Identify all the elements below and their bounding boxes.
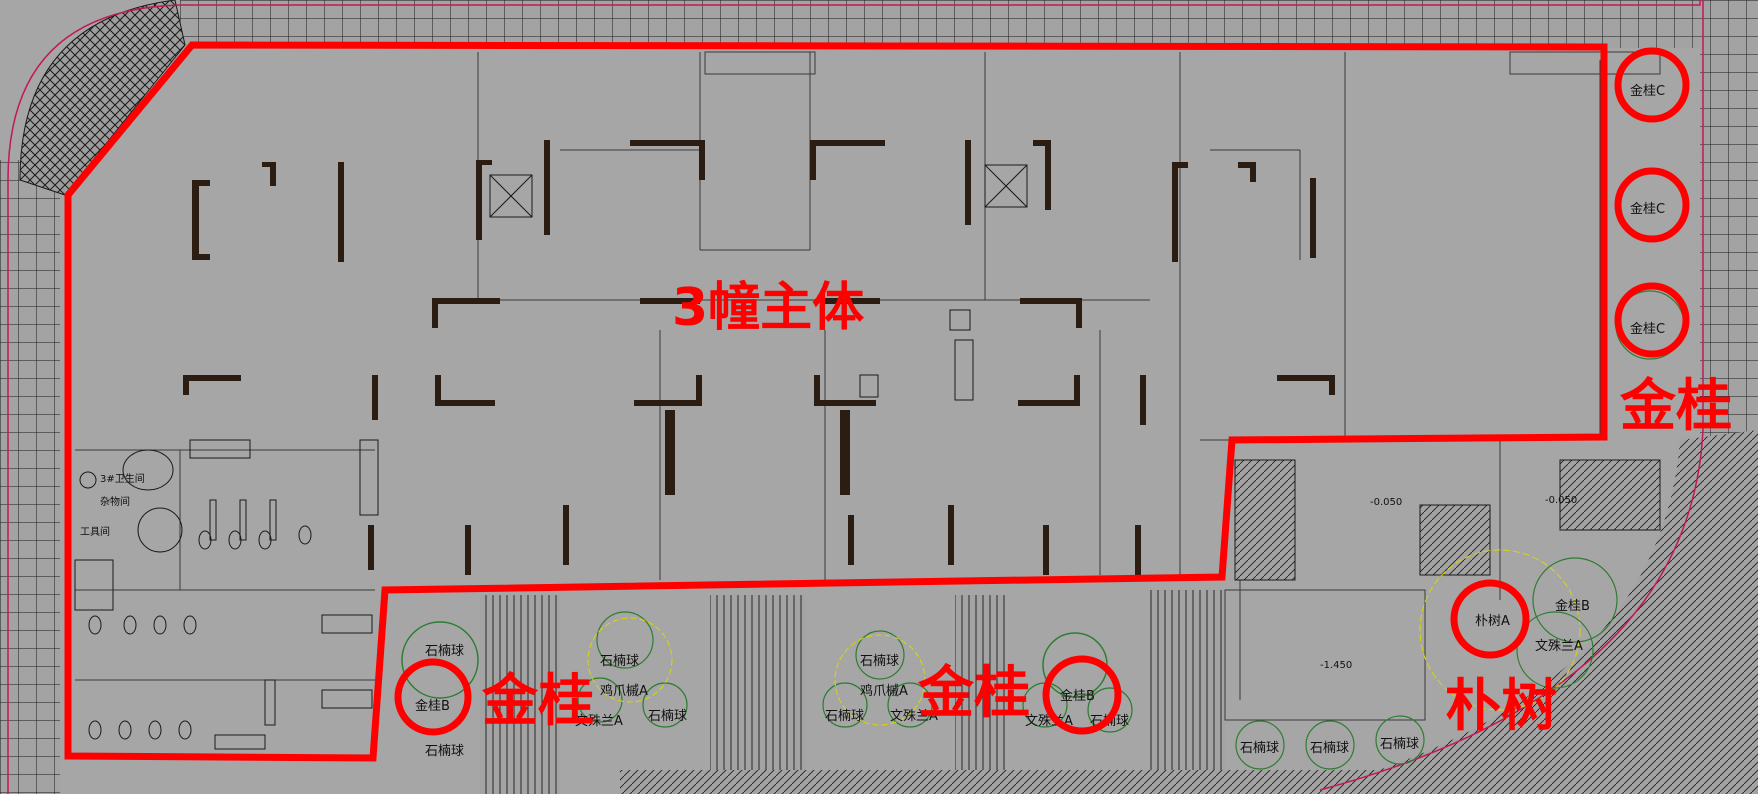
tag-shinan-3: 石楠球 (600, 654, 639, 669)
marker-jingui-left (394, 658, 472, 736)
label-building-3: 3幢主体 (672, 278, 864, 338)
tag-shinan-10: 石楠球 (1380, 737, 1419, 752)
tag-jingui-c-2: 金桂C (1630, 201, 1665, 217)
property-line (7, 0, 1704, 794)
marker-jingui-c-1 (1614, 47, 1690, 123)
marker-jingui-middle (1042, 655, 1122, 735)
red-annotations: 3幢主体 金桂 金桂 金桂 朴树 (481, 278, 1732, 739)
paving-bottom-right (1150, 590, 1225, 794)
tag-shinan-4: 石楠球 (648, 709, 687, 724)
tree-tags: 金桂C 金桂C 金桂C 金桂B 石楠球 石楠球 石楠球 鸡爪槭A 文殊兰A 石楠… (415, 83, 1665, 759)
tag-shinan-1: 石楠球 (425, 644, 464, 659)
marker-pushu (1450, 579, 1530, 659)
tag-shinan-9: 石楠球 (1310, 741, 1349, 756)
building-lines (75, 51, 1661, 721)
paving-bottom-middle3 (955, 595, 1005, 794)
tag-wenkuang-4: 文殊兰A (1535, 639, 1583, 654)
tag-shinan-5: 石楠球 (860, 654, 899, 669)
marker-jingui-c-3 (1614, 282, 1690, 358)
trees-layer (401, 50, 1685, 770)
marker-jingui-c-2 (1614, 167, 1690, 243)
label-tool-room: 工具间 (80, 525, 110, 538)
tree-markers (394, 47, 1690, 736)
paving-bottom-middle2 (710, 595, 805, 794)
label-level-a: -0.050 (1370, 497, 1402, 508)
tag-wenkuang-1: 文殊兰A (575, 714, 623, 729)
tag-jingui-c-3: 金桂C (1630, 321, 1665, 337)
tag-shinan-6: 石楠球 (825, 709, 864, 724)
label-toilet-3: 3#卫生间 (100, 472, 145, 485)
paving-bottom-middle (480, 595, 560, 794)
tag-jingui-b-right: 金桂B (1555, 598, 1590, 614)
elevator-shafts (489, 164, 1028, 218)
tag-jingui-c-1: 金桂C (1630, 83, 1665, 99)
structural-columns (665, 410, 850, 495)
building-walls (183, 140, 1335, 575)
tag-jingui-b-mid: 金桂B (1060, 688, 1095, 704)
stair-hatch (1234, 459, 1661, 581)
label-jingui-right: 金桂 (1619, 374, 1732, 439)
paving-corner-hatch (19, 0, 186, 196)
tag-jingui-b-left: 金桂B (415, 698, 450, 714)
tag-jizhao-2: 鸡爪槭A (860, 683, 908, 699)
label-pushu: 朴树 (1445, 674, 1557, 739)
label-level-b: -1.450 (1320, 660, 1352, 671)
room-labels: 3#卫生间 杂物间 工具间 -0.050 -1.450 -0.050 (80, 472, 1577, 671)
restroom-fixtures (74, 309, 974, 750)
label-jingui-middle: 金桂 (917, 661, 1030, 726)
tag-jizhao-1: 鸡爪槭A (600, 683, 648, 699)
label-storage: 杂物间 (100, 495, 130, 508)
paving-bottom-right-curve (1300, 430, 1758, 794)
tag-shinan-2: 石楠球 (425, 744, 464, 759)
paving-bottom-edge (620, 770, 1720, 794)
tag-shinan-8: 石楠球 (1240, 741, 1279, 756)
paving-top (180, 0, 1710, 48)
label-jingui-left: 金桂 (481, 669, 594, 734)
label-level-c: -0.050 (1545, 495, 1577, 506)
building-3-boundary (64, 41, 1608, 762)
tag-wenkuang-2: 文殊兰A (890, 709, 938, 724)
tag-pushu-a: 朴树A (1475, 614, 1510, 629)
paving-left-strip (0, 160, 60, 794)
